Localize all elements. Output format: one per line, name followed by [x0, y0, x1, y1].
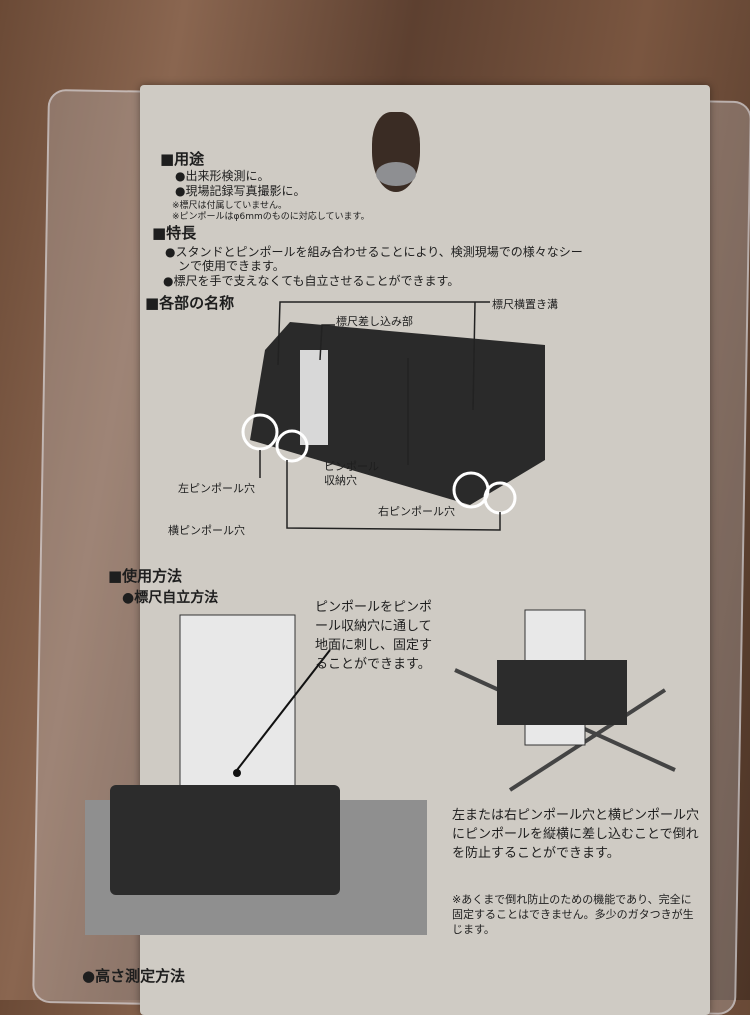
- stand-diagram: [241, 301, 545, 531]
- feature-item: ンで使用できます。: [178, 259, 285, 273]
- label-groove: 標尺横置き溝: [492, 298, 558, 311]
- hang-hole: [372, 112, 420, 192]
- howto-sub2: ●高さ測定方法: [82, 967, 186, 985]
- howto-desc1: ピンポールをピンポール収納穴に通して地面に刺し、固定することができます。: [315, 600, 433, 672]
- usage-item: ●出来形検測に。: [175, 169, 270, 183]
- label-storage: 収納穴: [324, 474, 357, 487]
- label-storage: ピンポール: [324, 460, 379, 473]
- howto-sub1: ●標尺自立方法: [122, 590, 219, 606]
- usage-item: ●現場記録写真撮影に。: [175, 184, 306, 198]
- feature-item: ●標尺を手で支えなくても自立させることができます。: [163, 274, 460, 288]
- parts-heading: ■各部の名称: [145, 294, 235, 312]
- staff-stand-illustration: [85, 614, 427, 935]
- label-left-hole: 左ピンポール穴: [178, 482, 255, 495]
- label-insert: 標尺差し込み部: [336, 315, 413, 328]
- usage-heading: ■用途: [160, 150, 205, 168]
- features-heading: ■特長: [152, 224, 197, 242]
- label-side-hole: 横ピンポール穴: [168, 524, 245, 537]
- howto-heading: ■使用方法: [108, 567, 183, 585]
- howto-note2: ※あくまで倒れ防止のための機能であり、完全に固定することはできません。多少のガタ…: [452, 893, 694, 936]
- usage-note: ※標尺は付属していません。: [172, 201, 288, 211]
- feature-item: ●スタンドとピンポールを組み合わせることにより、検測現場での様々なシー: [165, 245, 583, 259]
- label-right-hole: 右ピンポール穴: [378, 505, 455, 518]
- usage-note: ※ピンポールはφ6mmのものに対応しています。: [172, 212, 370, 222]
- cross-pole-illustration: [454, 609, 676, 792]
- howto-desc2: 左または右ピンポール穴と横ピンポール穴にピンポールを縦横に差し込むことで倒れを防…: [452, 808, 700, 861]
